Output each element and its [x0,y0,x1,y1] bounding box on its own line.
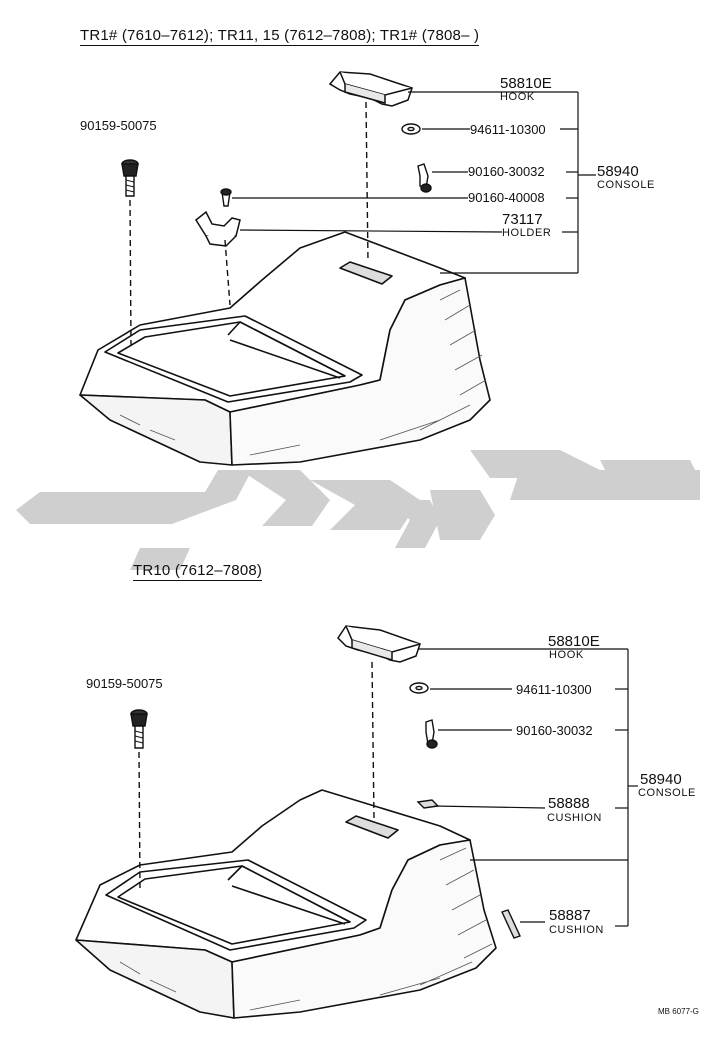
top-small-parts [121,123,432,207]
bottom-small-parts [130,682,521,939]
top-holder-part [195,210,241,247]
top-hook-name: HOOK [500,91,535,103]
top-console-name: CONSOLE [597,179,655,191]
top-leader-lines [232,91,596,274]
bottom-hook-number: 58810E [548,633,600,650]
top-section-title: TR1# (7610–7612); TR11, 15 (7612–7808); … [80,27,480,46]
bottom-washer-label: 94611-10300 [516,682,592,697]
bottom-console-name: CONSOLE [638,787,696,799]
bottom-bolt-label: 90159-50075 [86,676,163,691]
bottom-console-number: 58940 [640,771,682,788]
bottom-hook-part [337,625,421,663]
top-screw2-label: 90160-40008 [468,190,545,205]
bottom-leader-lines [418,648,638,927]
bottom-cushion1-number: 58888 [548,795,590,812]
bottom-cushion2-number: 58887 [549,907,591,924]
top-holder-name: HOLDER [502,227,552,239]
bottom-console-body [75,789,497,1019]
top-washer-label: 94611-10300 [470,122,546,137]
bottom-hook-name: HOOK [549,649,584,661]
bottom-cushion1-name: CUSHION [547,812,602,824]
top-console-number: 58940 [597,163,639,180]
bottom-cushion2-name: CUSHION [549,924,604,936]
top-holder-number: 73117 [502,211,543,228]
top-bolt-label: 90159-50075 [80,118,157,133]
bottom-guide-lines [138,661,375,889]
top-console-body [79,231,491,466]
watermark-logo [16,450,700,570]
top-screw1-label: 90160-30032 [468,164,545,179]
top-hook-part [328,71,413,107]
top-guide-lines [129,101,369,346]
bottom-section-title: TR10 (7612–7808) [133,562,263,581]
diagram-reference-code: MB 6077-G [658,1007,699,1016]
top-hook-number: 58810E [500,75,552,92]
bottom-screw1-label: 90160-30032 [516,723,593,738]
